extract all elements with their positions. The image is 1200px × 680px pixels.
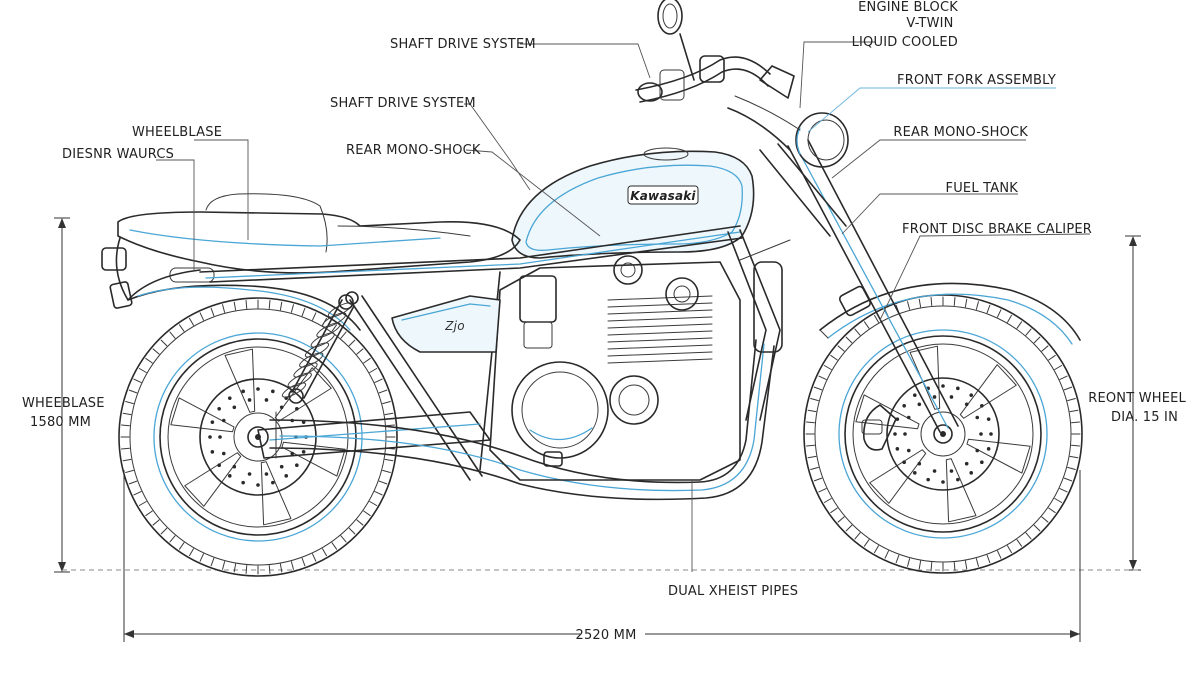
label-front-brake: FRONT DISC BRAKE CALIPER <box>902 222 1092 237</box>
label-shaft-drive-mid: SHAFT DRIVE SYSTEM <box>330 96 476 111</box>
exhaust-pipes <box>269 339 775 501</box>
tank-brand-logo: Kawasaki <box>630 189 696 203</box>
label-exhaust: DUAL XHEIST PIPES <box>668 584 798 599</box>
label-front-wheel: REONT WHEEL <box>1088 391 1186 406</box>
label-wheelbase-top: WHEELBLASE <box>132 125 222 140</box>
engine: Zjo <box>391 239 791 481</box>
label-rear-shock-left: REAR MONO-SHOCK <box>346 143 481 158</box>
front-wheel <box>803 294 1083 574</box>
headlight <box>795 112 849 168</box>
label-front-fork: FRONT FORK ASSEMBLY <box>897 73 1056 88</box>
label-wheelbase-dim: WHEEBLASE <box>22 396 105 411</box>
label-fuel-tank: FUEL TANK <box>946 181 1019 196</box>
label-shaft-drive-top: SHAFT DRIVE SYSTEM <box>390 37 536 52</box>
label-overall-length: 2520 MM <box>575 628 636 643</box>
fuel-tank: Kawasaki <box>511 147 755 259</box>
callout-labels: ENGINE BLOCK V-TWIN LIQUID COOLED SHAFT … <box>22 0 1186 643</box>
label-front-wheel-dia: DIA. 15 IN <box>1111 410 1178 425</box>
front-fender <box>819 282 1081 345</box>
seat <box>117 193 521 274</box>
label-wheelbase-value: 1580 MM <box>30 415 91 430</box>
side-panel-badge: Zjo <box>444 319 465 333</box>
label-rear-shock-right: REAR MONO-SHOCK <box>893 125 1028 140</box>
front-fork <box>759 139 959 433</box>
handlebars <box>635 0 801 151</box>
label-design-marks: DIESNR WAURCS <box>62 147 174 162</box>
leader-lines <box>156 41 1091 572</box>
dimension-lines <box>54 217 1141 642</box>
label-v-twin: V-TWIN <box>906 16 953 31</box>
label-engine-block: ENGINE BLOCK <box>858 0 958 15</box>
label-liquid-cooled: LIQUID COOLED <box>852 35 958 50</box>
rear-shock <box>281 294 355 404</box>
rear-wheel <box>118 297 398 577</box>
rear-fender <box>101 237 361 331</box>
frame <box>199 225 781 481</box>
